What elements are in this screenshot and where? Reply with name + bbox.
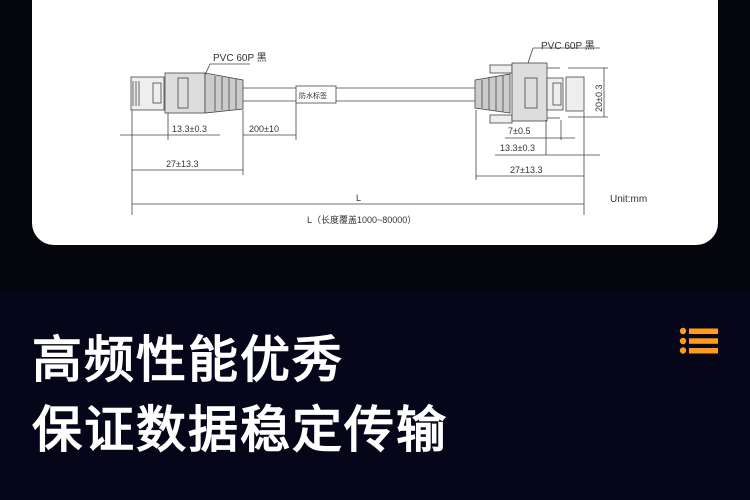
left-dim-1: 13.3±0.3 (172, 124, 207, 134)
length-note: L（长度覆盖1000~80000） (307, 214, 416, 225)
right-dim-1: 7±0.5 (508, 126, 530, 136)
drawing-card: PVC 60P 黑 PVC 60P 黑 防水标签 13.3±0.3 200±10… (32, 0, 718, 245)
right-dim-4: 20±0.3 (594, 85, 604, 112)
left-material-label: PVC 60P 黑 (213, 52, 267, 64)
waterproof-tag: 防水标签 (299, 91, 327, 100)
right-dim-3: 27±13.3 (510, 165, 542, 175)
list-icon[interactable] (676, 326, 718, 356)
left-dim-2: 200±10 (249, 124, 279, 134)
right-dim-2: 13.3±0.3 (500, 143, 535, 153)
length-label: L (356, 193, 361, 203)
bottom-section (0, 290, 750, 500)
headline-line-2: 保证数据稳定传输 (32, 401, 448, 459)
right-material-label: PVC 60P 黑 (541, 40, 595, 52)
cable-dimension-drawing: PVC 60P 黑 PVC 60P 黑 防水标签 13.3±0.3 200±10… (120, 40, 647, 225)
headline-line-1: 高频性能优秀 (32, 331, 344, 389)
left-dim-3: 27±13.3 (166, 159, 198, 169)
unit-label: Unit:mm (610, 194, 647, 205)
